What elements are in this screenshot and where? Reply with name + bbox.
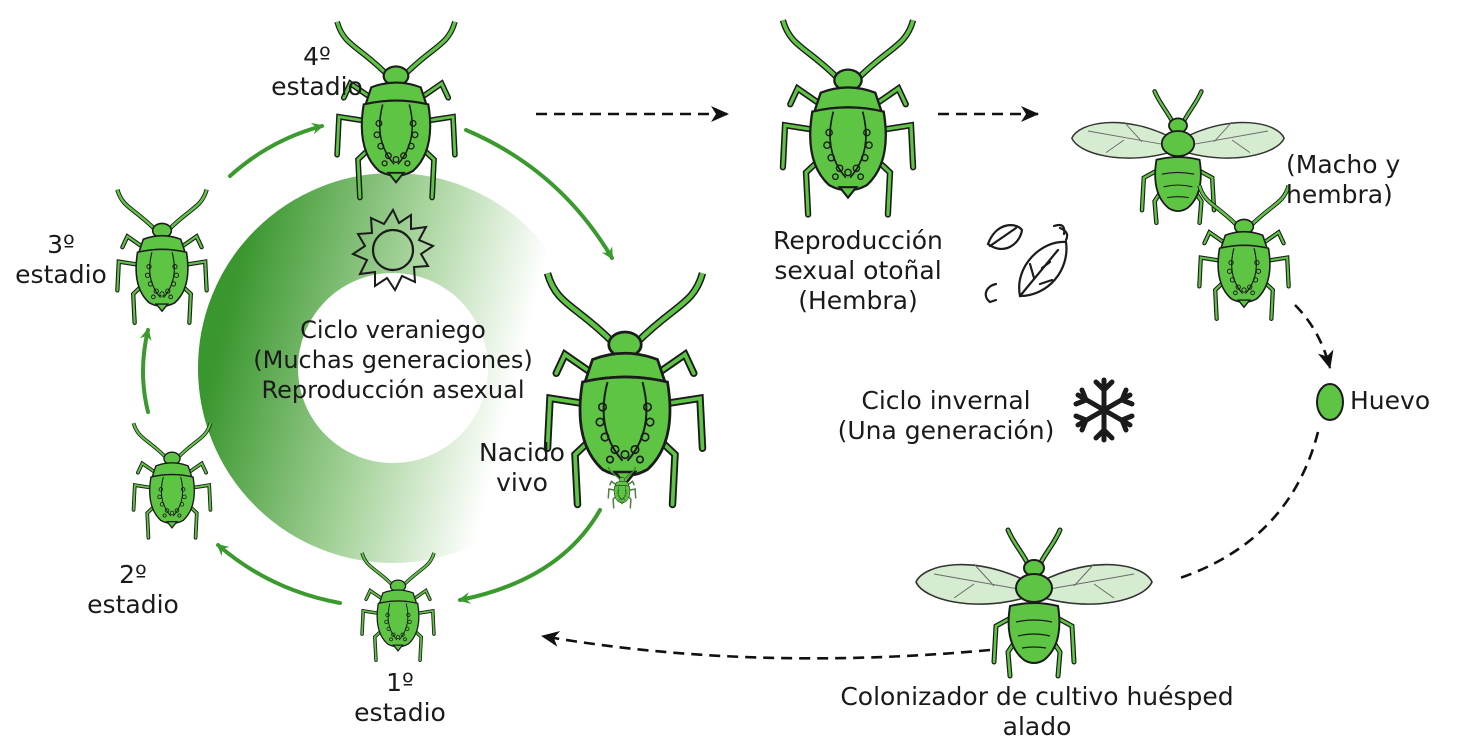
aphid-stage-2 — [131, 421, 213, 540]
aphid-stage-3 — [117, 190, 206, 323]
stage-1-word: estadio — [354, 698, 446, 727]
stage-4-word: estadio — [271, 72, 363, 101]
egg-shape — [1316, 383, 1344, 421]
winter-cycle-title: Ciclo invernal — [861, 386, 1031, 415]
male-female-line1: (Macho y — [1286, 150, 1401, 179]
stage-3-ordinal: 3º — [47, 230, 75, 259]
arrow-4-to-adult — [464, 128, 614, 260]
summer-cycle-ring — [198, 173, 588, 563]
summer-cycle-generations: (Muchas generaciones) — [253, 346, 533, 374]
aphid-stage-1 — [360, 551, 436, 662]
autumn-repro-line2: sexual otoñal — [774, 256, 942, 285]
arrow-to-egg — [1294, 304, 1334, 369]
colonizer-line1: Colonizador de cultivo huésped — [840, 682, 1234, 711]
male-female-label: (Macho y hembra) — [1286, 150, 1436, 210]
stage-2-word: estadio — [87, 590, 179, 619]
aphid-autumn-female — [783, 20, 913, 214]
born-alive-line2: vivo — [496, 468, 548, 497]
falling-leaves-icon — [984, 223, 1069, 304]
stage-4-ordinal: 4º — [303, 42, 331, 71]
arrow-2-to-3 — [139, 328, 152, 414]
egg-label: Huevo — [1350, 386, 1431, 415]
born-alive-line1: Nacido — [479, 438, 565, 467]
autumn-repro-line3: (Hembra) — [798, 286, 918, 315]
colonizer-line2: alado — [1002, 712, 1072, 741]
arrow-egg-to-colonizer — [1179, 431, 1320, 580]
arrow-3-to-4 — [228, 122, 324, 178]
stage-4-label: 4º estadio — [262, 42, 372, 102]
arrow-1-to-2 — [216, 543, 342, 605]
autumn-repro-line1: Reproducción — [773, 226, 943, 255]
stage-2-label: 2º estadio — [78, 560, 188, 620]
winter-cycle-arrows — [536, 106, 1334, 660]
summer-cycle-title: Ciclo veraniego — [300, 316, 486, 344]
aphid-female-oviparous — [1199, 186, 1288, 319]
male-female-line2: hembra) — [1286, 180, 1393, 209]
stage-3-label: 3º estadio — [6, 230, 116, 290]
autumn-reproduction-label: Reproducción sexual otoñal (Hembra) — [748, 226, 968, 316]
aphid-male-winged — [1072, 91, 1284, 222]
colonizer-label: Colonizador de cultivo huésped alado — [802, 682, 1272, 742]
summer-cycle-reproduction: Reproducción asexual — [261, 376, 525, 404]
born-alive-label: Nacido vivo — [462, 438, 582, 498]
summer-cycle-label: Ciclo veraniego (Muchas generaciones) Re… — [213, 315, 573, 405]
summer-cycle-arrows — [139, 122, 614, 605]
stage-1-ordinal: 1º — [386, 668, 414, 697]
arrow-colonizer-to-stage1 — [541, 631, 991, 660]
winter-cycle-generations: (Una generación) — [837, 416, 1055, 445]
stage-2-ordinal: 2º — [119, 560, 147, 589]
stage-3-word: estadio — [15, 260, 107, 289]
arrow-newborn-to-1 — [458, 508, 602, 604]
sun-icon — [350, 207, 436, 292]
stage-1-label: 1º estadio — [345, 668, 455, 728]
snowflake-icon — [1073, 377, 1135, 443]
winter-cycle-label: Ciclo invernal (Una generación) — [818, 386, 1074, 446]
